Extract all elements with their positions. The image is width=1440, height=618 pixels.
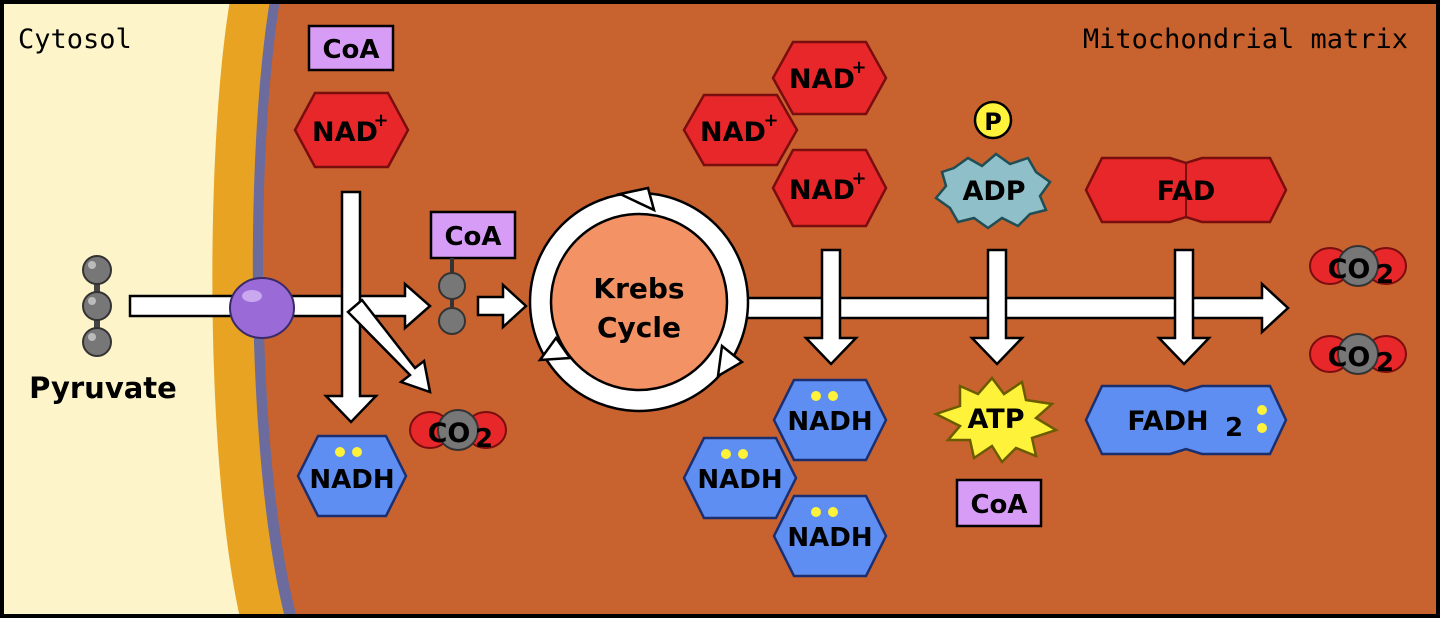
fadh2-molecule: FADH 2 (1084, 384, 1288, 456)
nad-plus-input-2: NAD + (682, 93, 799, 167)
krebs-cycle: Krebs Cycle (528, 186, 750, 413)
svg-text:CO: CO (1328, 254, 1371, 285)
acetyl-coa-carrier: CoA (429, 210, 517, 335)
fad-reduction-arrow (1156, 248, 1212, 366)
nadh-output-2: NADH (682, 436, 798, 520)
membrane-transporter (229, 277, 295, 339)
nad-reduction-arrow (323, 190, 379, 424)
pyruvate-molecule (82, 255, 112, 357)
matrix-label: Mitochondrial matrix (1083, 24, 1408, 55)
svg-text:Krebs: Krebs (593, 272, 684, 305)
acetyl-entry-arrow (476, 282, 528, 330)
svg-text:CoA: CoA (322, 35, 379, 65)
co2-output-b: CO 2 (1309, 333, 1407, 378)
svg-text:ATP: ATP (967, 404, 1024, 435)
svg-text:2: 2 (1376, 348, 1394, 378)
nadh-output-1: NADH (772, 378, 888, 462)
svg-text:CoA: CoA (970, 490, 1027, 520)
nad-plus-input-1: NAD + (771, 40, 888, 116)
svg-text:CO: CO (428, 418, 471, 449)
svg-text:FADH: FADH (1127, 406, 1208, 437)
svg-text:CO: CO (1328, 342, 1371, 373)
svg-text:2: 2 (1376, 260, 1394, 290)
svg-text:+: + (851, 168, 866, 189)
svg-text:FAD: FAD (1157, 176, 1216, 207)
svg-text:NAD: NAD (789, 64, 855, 95)
nadh-output: NADH (296, 434, 408, 518)
svg-text:+: + (373, 110, 388, 131)
svg-text:ADP: ADP (962, 176, 1025, 207)
svg-text:+: + (851, 57, 866, 78)
coa-output: CoA (955, 478, 1043, 528)
pyruvate-label: Pyruvate (29, 371, 177, 405)
phosphorylation-arrow (969, 248, 1025, 366)
svg-text:+: + (763, 110, 778, 131)
co2-release-arrow (346, 298, 432, 394)
adp-molecule: ADP (934, 152, 1052, 230)
svg-text:Cycle: Cycle (597, 311, 681, 344)
svg-text:NAD: NAD (789, 175, 855, 206)
coa-input: CoA (307, 24, 395, 72)
co2-output-a: CO 2 (1309, 245, 1407, 290)
svg-text:NADH: NADH (787, 523, 872, 553)
cycle-nad-reduction-arrow (803, 248, 859, 366)
svg-text:P: P (984, 108, 1002, 136)
svg-text:CoA: CoA (444, 222, 501, 252)
svg-text:2: 2 (1225, 413, 1243, 443)
svg-text:NADH: NADH (309, 465, 394, 495)
phosphate: P (973, 100, 1013, 140)
svg-text:2: 2 (475, 424, 493, 454)
atp-molecule: ATP (932, 376, 1059, 464)
cytosol-label: Cytosol (18, 24, 132, 55)
transporter-highlight (242, 290, 262, 302)
svg-text:NADH: NADH (697, 465, 782, 495)
svg-text:NAD: NAD (700, 117, 766, 148)
nad-plus-input: NAD + (293, 91, 410, 169)
nadh-output-3: NADH (772, 494, 888, 578)
svg-text:NADH: NADH (787, 407, 872, 437)
fad-molecule: FAD (1084, 156, 1288, 224)
nad-plus-input-3: NAD + (771, 148, 888, 228)
svg-text:NAD: NAD (312, 117, 378, 148)
co2-output-step1: CO 2 (409, 409, 507, 454)
